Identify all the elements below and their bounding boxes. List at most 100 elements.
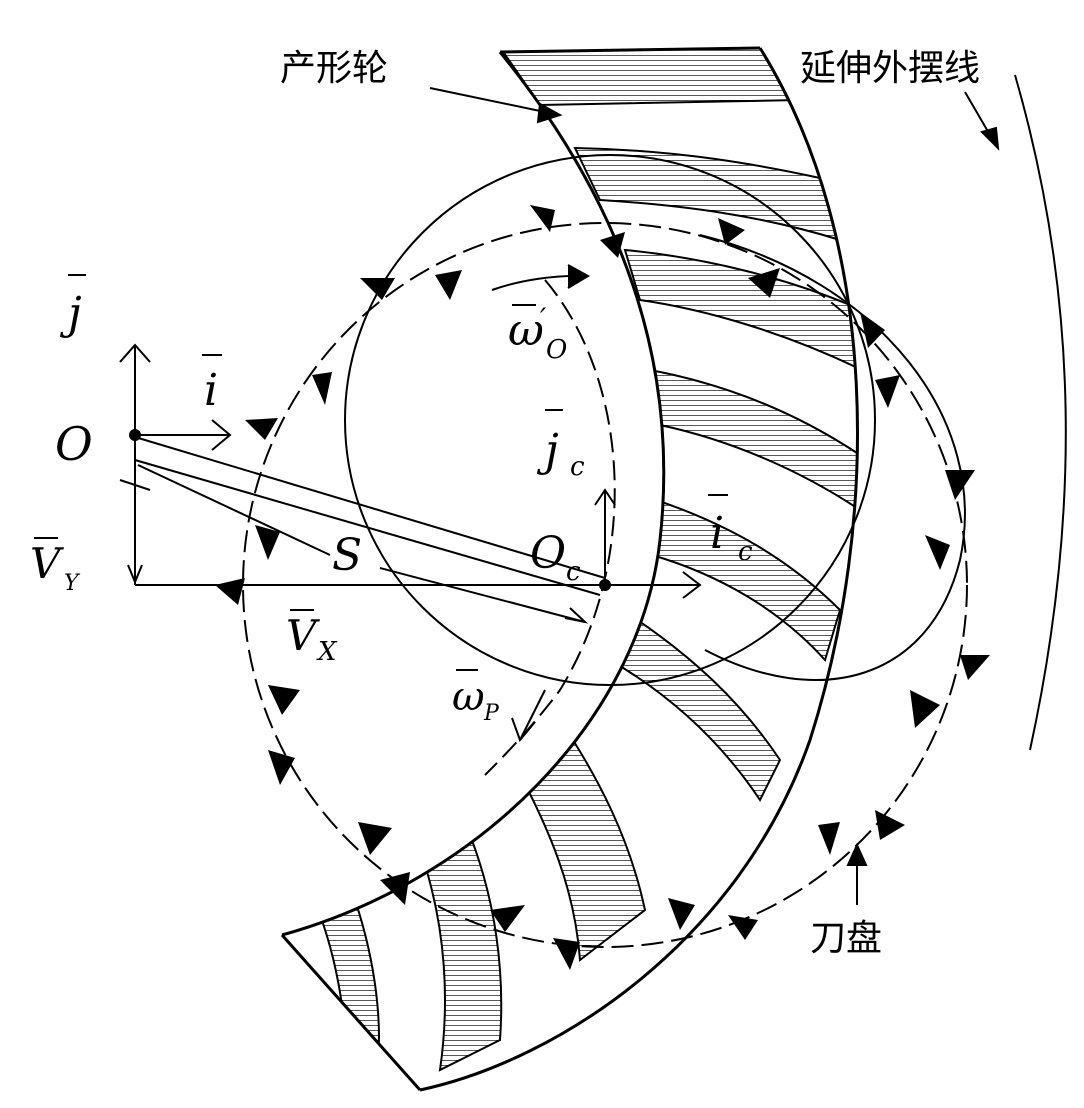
- blade-marker: [380, 872, 410, 905]
- label-extended-epicycloid: 延伸外摆线: [800, 48, 980, 89]
- symbol-VX-sub: X: [316, 637, 338, 667]
- symbol-omega-O-prime: ′: [540, 302, 547, 335]
- point-O: [129, 429, 141, 441]
- blade-marker: [530, 205, 555, 232]
- generating-wheel-teeth: [318, 48, 858, 1090]
- tooth-2: [573, 146, 842, 242]
- symbol-jc: j c: [536, 409, 585, 482]
- symbol-omega-P-main: ω: [452, 674, 485, 720]
- symbol-j: j: [59, 274, 86, 339]
- blade-marker: [875, 375, 900, 408]
- symbol-VX: V X: [286, 609, 338, 667]
- blade-marker: [358, 822, 392, 855]
- blade-marker: [435, 270, 462, 300]
- cutter-disk-callout-head: [846, 842, 868, 866]
- OOc-lower-line: [134, 459, 601, 596]
- rolling-circle: [344, 154, 876, 686]
- generating-wheel-callout-head: [536, 102, 563, 124]
- epicycloid-guide-curve: [699, 234, 966, 681]
- blade-marker: [245, 418, 278, 440]
- symbol-i: i: [202, 354, 222, 416]
- blade-marker: [925, 535, 950, 570]
- generating-wheel: [280, 46, 859, 1092]
- blade-marker: [553, 938, 580, 970]
- label-generating-wheel: 产形轮: [280, 48, 388, 89]
- blade-marker: [600, 232, 625, 258]
- symbol-VY-main: V: [30, 539, 64, 588]
- vy-arrowhead: [127, 564, 143, 585]
- omega-P-arrowhead: [511, 717, 536, 742]
- blade-marker: [728, 915, 758, 940]
- symbol-Oc-main: O: [530, 528, 566, 579]
- tooth-9: [318, 898, 380, 1090]
- cutter-blades: [215, 205, 990, 970]
- blade-marker: [748, 268, 780, 298]
- symbol-ic-sub: c: [738, 537, 753, 567]
- blade-marker: [215, 578, 245, 605]
- wheel-outer-edge: [419, 47, 859, 1092]
- jc-arrowhead: [594, 488, 616, 506]
- omega-P-arrow: [519, 689, 546, 741]
- symbol-S: S: [332, 530, 362, 581]
- ic-arrowhead: [682, 571, 702, 599]
- symbol-ic-main: i: [710, 508, 724, 559]
- symbol-jc-main: j: [536, 425, 559, 476]
- blade-marker: [910, 690, 940, 728]
- dashed-arc: [484, 279, 616, 776]
- blade-marker: [860, 312, 885, 348]
- symbol-omega-P-sub: P: [483, 701, 500, 726]
- symbol-O: O: [55, 417, 93, 471]
- blade-marker: [718, 218, 745, 245]
- blade-marker: [818, 822, 840, 855]
- symbol-omega-O-sub: O: [546, 335, 567, 365]
- symbol-VX-main: V: [286, 611, 320, 660]
- callout-arrows: [429, 87, 1000, 905]
- tooth-3: [623, 248, 858, 372]
- wheel-top-edge: [499, 46, 761, 54]
- symbol-omega-O: ω ′ O: [508, 302, 567, 365]
- symbol-omega-P: ω P: [452, 669, 500, 726]
- symbol-Oc-sub: c: [566, 557, 581, 587]
- S-leader-top: [137, 464, 331, 556]
- blade-marker: [875, 810, 905, 840]
- blade-marker: [960, 655, 990, 680]
- blade-marker: [268, 685, 300, 715]
- S-leader-bottom: [379, 567, 586, 623]
- omega-O-arrowhead: [567, 264, 591, 289]
- point-Oc: [599, 579, 611, 591]
- symbol-Oc: O c: [530, 528, 581, 587]
- symbol-omega-O-main: ω: [508, 305, 544, 356]
- cutter-disk-circle: [242, 222, 968, 948]
- coordinate-system-O: [119, 264, 702, 742]
- blade-marker: [668, 898, 695, 930]
- tooth-8: [423, 833, 503, 1072]
- extended-epicycloid-curve: [1014, 74, 1067, 751]
- angle-marker: [119, 479, 151, 491]
- wheel-bottom-edge: [280, 934, 422, 1091]
- tooth-5: [650, 498, 842, 662]
- epicycloid-callout-head: [980, 126, 1000, 151]
- symbol-j-text: j: [59, 288, 82, 339]
- symbol-VY: V Y: [30, 537, 81, 596]
- symbol-ic: i c: [708, 494, 753, 567]
- symbol-i-text: i: [204, 365, 218, 416]
- blade-marker: [255, 525, 280, 560]
- symbol-jc-sub: c: [570, 452, 585, 482]
- i-arrowhead: [211, 419, 232, 451]
- blade-marker: [268, 750, 295, 785]
- tooth-6: [608, 613, 782, 802]
- blade-marker: [360, 278, 395, 300]
- blade-marker: [312, 372, 332, 405]
- generating-wheel-callout-line: [429, 87, 546, 113]
- symbol-VY-sub: Y: [64, 571, 81, 596]
- epicycloid-callout-line: [964, 91, 991, 136]
- label-cutter-disk: 刀盘: [810, 918, 882, 959]
- blade-marker: [945, 470, 975, 500]
- tooth-4: [648, 368, 858, 512]
- j-arrowhead: [119, 343, 151, 363]
- tooth-7: [513, 718, 647, 962]
- wheel-inner-edge: [281, 51, 666, 937]
- blade-marker: [490, 905, 525, 932]
